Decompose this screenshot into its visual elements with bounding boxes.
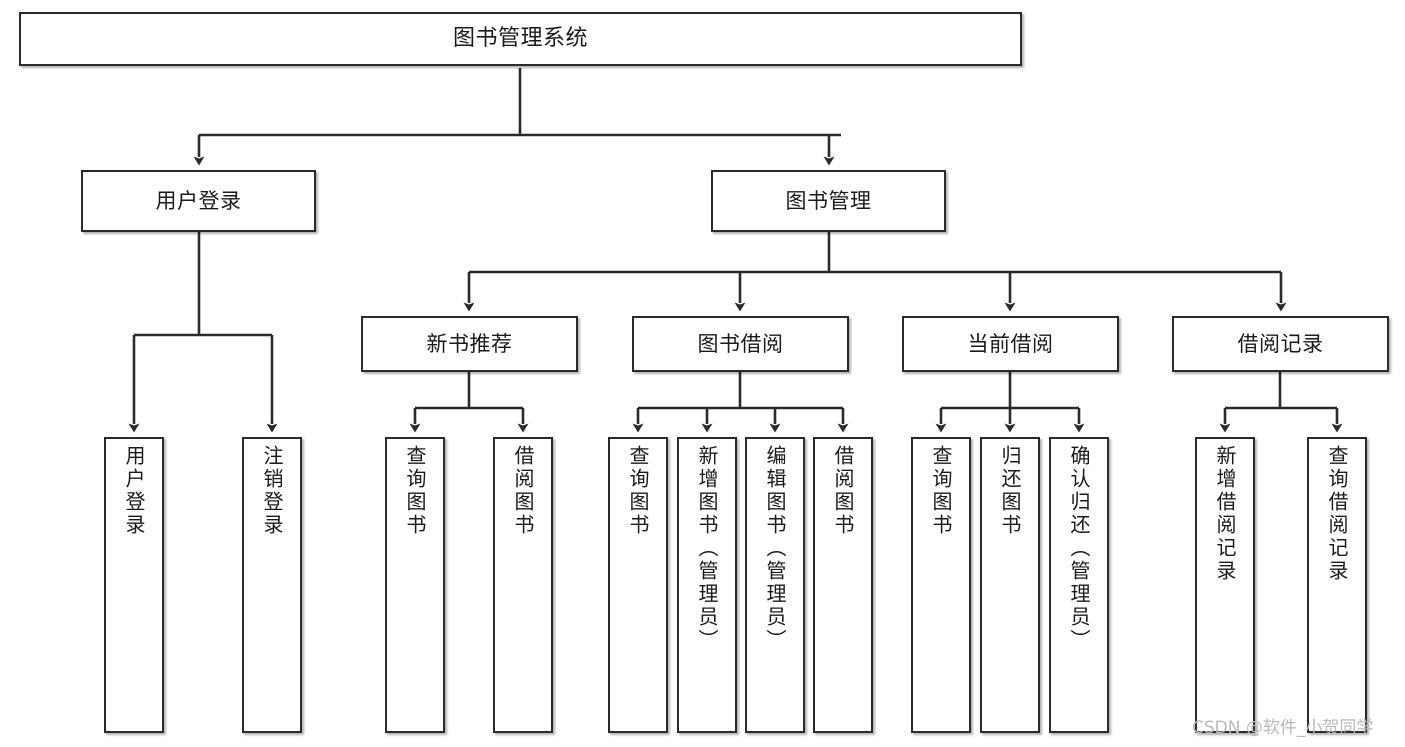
leaf-return-book[interactable]: 归还图书 [980, 437, 1040, 733]
leaf-query-book-current[interactable]: 查询图书 [911, 437, 971, 733]
node-new-book-recommend[interactable]: 新书推荐 [361, 316, 578, 372]
node-root[interactable]: 图书管理系统 [19, 12, 1022, 66]
leaf-user-login-label: 用户登录 [122, 445, 146, 537]
node-current-borrow[interactable]: 当前借阅 [902, 316, 1119, 372]
node-book-management[interactable]: 图书管理 [711, 170, 946, 232]
node-book-management-label: 图书管理 [785, 188, 872, 213]
leaf-query-borrow-record-label: 查询借阅记录 [1325, 445, 1349, 583]
node-new-book-recommend-label: 新书推荐 [426, 331, 513, 356]
leaf-borrow-book-newbook[interactable]: 借阅图书 [493, 437, 553, 733]
leaf-query-book-current-label: 查询图书 [929, 445, 953, 537]
node-user-login[interactable]: 用户登录 [81, 170, 316, 232]
leaf-add-borrow-record[interactable]: 新增借阅记录 [1195, 437, 1255, 733]
leaf-query-borrow-record[interactable]: 查询借阅记录 [1307, 437, 1367, 733]
node-book-borrow-label: 图书借阅 [697, 331, 784, 356]
leaf-logout[interactable]: 注销登录 [242, 437, 302, 733]
leaf-query-book-borrow-label: 查询图书 [626, 445, 650, 537]
node-borrow-record-label: 借阅记录 [1237, 331, 1324, 356]
leaf-add-borrow-record-label: 新增借阅记录 [1213, 445, 1237, 583]
node-borrow-record[interactable]: 借阅记录 [1172, 316, 1389, 372]
leaf-return-book-label: 归还图书 [998, 445, 1022, 537]
node-user-login-label: 用户登录 [155, 188, 242, 213]
leaf-edit-book-admin[interactable]: 编辑图书（管理员） [745, 437, 805, 733]
leaf-user-login[interactable]: 用户登录 [104, 437, 164, 733]
watermark: CSDN @软件_小贺同学 [1192, 718, 1374, 738]
leaf-add-book-admin[interactable]: 新增图书（管理员） [677, 437, 737, 733]
leaf-query-book-newbook[interactable]: 查询图书 [385, 437, 445, 733]
leaf-add-book-admin-label: 新增图书（管理员） [695, 445, 719, 652]
leaf-confirm-return-admin-label: 确认归还（管理员） [1067, 445, 1091, 652]
leaf-edit-book-admin-label: 编辑图书（管理员） [763, 445, 787, 652]
leaf-borrow-book-label: 借阅图书 [831, 445, 855, 537]
leaf-borrow-book-newbook-label: 借阅图书 [511, 445, 535, 537]
leaf-query-book-borrow[interactable]: 查询图书 [608, 437, 668, 733]
node-root-label: 图书管理系统 [452, 26, 588, 52]
leaf-borrow-book[interactable]: 借阅图书 [813, 437, 873, 733]
leaf-query-book-newbook-label: 查询图书 [403, 445, 427, 537]
leaf-confirm-return-admin[interactable]: 确认归还（管理员） [1049, 437, 1109, 733]
node-current-borrow-label: 当前借阅 [967, 331, 1054, 356]
node-book-borrow[interactable]: 图书借阅 [632, 316, 849, 372]
leaf-logout-label: 注销登录 [260, 445, 284, 537]
